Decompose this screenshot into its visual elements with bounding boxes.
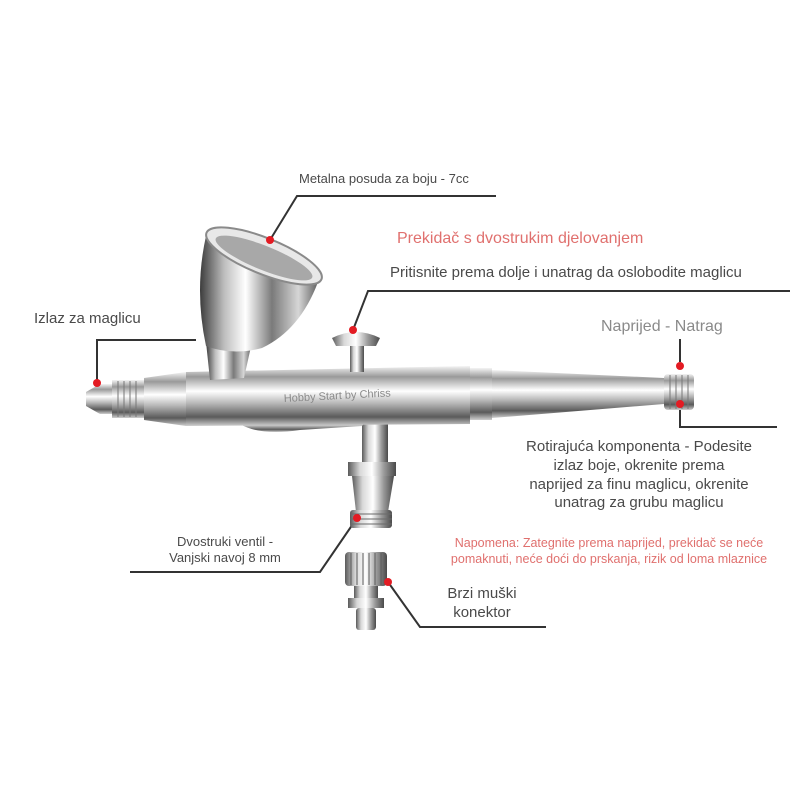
trigger-stem [350, 342, 364, 372]
marker-trigger [349, 326, 357, 334]
label-note: Napomena: Zategnite prema naprijed, prek… [424, 536, 794, 567]
nozzle-ridges [117, 381, 137, 417]
connector-line-2: konektor [453, 603, 511, 621]
nozzle-cap [86, 384, 112, 414]
label-paint-cup: Metalna posuda za boju - 7cc [299, 171, 469, 186]
marker-paint-cup [266, 236, 274, 244]
label-forward-back: Naprijed - Natrag [601, 318, 723, 335]
label-rotating-component: Rotirajuća komponenta - Podesite izlaz b… [514, 438, 764, 513]
connector-neck [354, 586, 378, 598]
markers [93, 236, 684, 586]
rotating-line-3: naprijed za finu maglicu, okrenite [529, 475, 749, 493]
leader-trigger [352, 290, 790, 331]
connector-hex [348, 598, 384, 608]
rotating-line-4: unatrag za grubu maglicu [554, 494, 724, 512]
label-dual-valve: Dvostruki ventil - Vanjski navoj 8 mm [150, 534, 300, 567]
cup-inner [215, 235, 313, 281]
nozzle-body [144, 372, 186, 426]
marker-dual-valve [353, 514, 361, 522]
tube-collar [470, 368, 492, 420]
note-line-2: pomaknuti, neće doći do prskanja, rizik … [450, 551, 768, 566]
leader-paint-cup [269, 195, 496, 241]
connector-knurl [345, 552, 387, 586]
note-line-1: Napomena: Zategnite prema naprijed, prek… [454, 536, 764, 550]
leader-dual-valve [130, 517, 358, 573]
dual-valve-line-2: Vanjski navoj 8 mm [169, 550, 281, 566]
marker-connector [384, 578, 392, 586]
quick-connector [345, 552, 387, 630]
connector-ridges [350, 553, 382, 585]
label-mist-outlet: Izlaz za maglicu [34, 310, 141, 327]
dual-valve-line-1: Dvostruki ventil - [176, 534, 274, 549]
main-tube [186, 366, 470, 426]
connector-plug [356, 608, 376, 630]
marker-mist-outlet [93, 379, 101, 387]
label-dual-action-trigger: Prekidač s dvostrukim djelovanjem [397, 230, 644, 247]
rear-knob [664, 374, 694, 410]
airbrush: Hobby Start by Chriss [86, 226, 694, 528]
cup-neck [206, 342, 252, 380]
rotating-line-1: Rotirajuća komponenta - Podesite [526, 438, 752, 455]
label-quick-connector: Brzi muški konektor [432, 585, 532, 623]
leader-connector [387, 581, 546, 628]
connector-line-1: Brzi muški [447, 585, 517, 602]
valve-body [352, 476, 394, 512]
label-trigger-instruction: Pritisnite prema dolje i unatrag da oslo… [390, 264, 742, 281]
body-engraving: Hobby Start by Chriss [284, 387, 392, 405]
valve-stem [362, 420, 388, 468]
leader-mist-outlet [96, 339, 196, 383]
leader-lines [96, 195, 790, 628]
marker-rotating [676, 400, 684, 408]
leader-rotating [679, 404, 777, 428]
rotating-line-2: izlaz boje, okrenite prema [553, 456, 725, 474]
marker-forward-back [676, 362, 684, 370]
nozzle-ring [112, 380, 144, 418]
trigger-button [332, 332, 380, 346]
valve-nut [348, 462, 396, 476]
rear-tube [492, 370, 664, 418]
